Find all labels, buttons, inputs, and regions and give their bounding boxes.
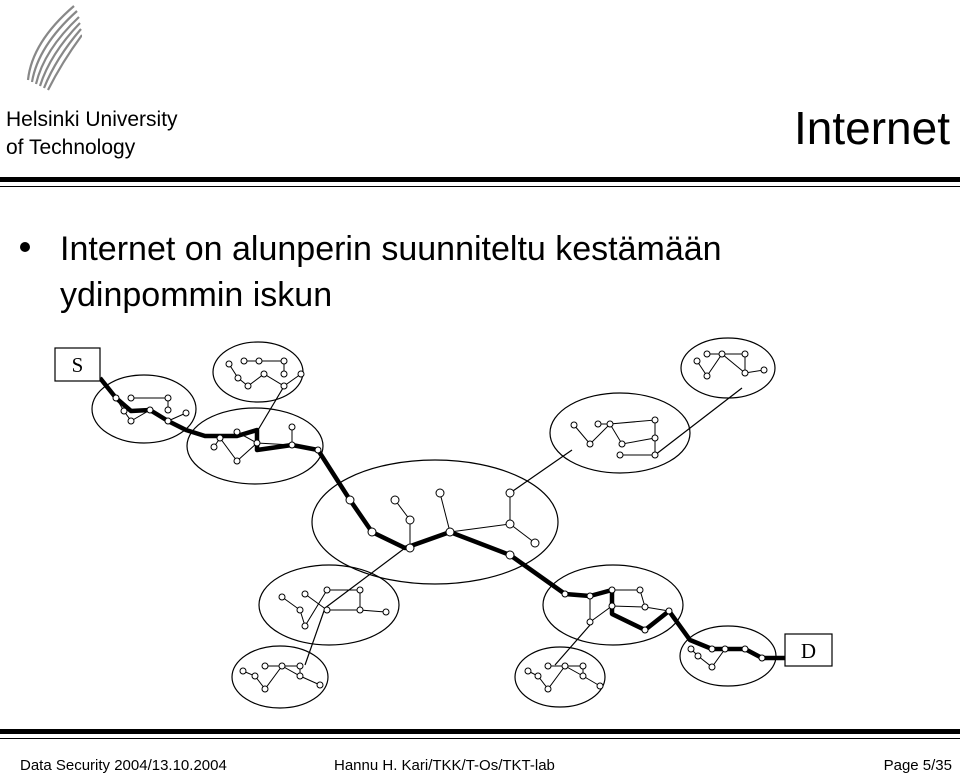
link (324, 547, 406, 609)
cluster-ellipse (680, 337, 776, 399)
cluster-ellipse (231, 645, 329, 709)
link (654, 387, 743, 456)
destination-node: D (784, 633, 833, 667)
university-line-1: Helsinki University (6, 108, 178, 131)
header-rule-thin (0, 186, 960, 187)
link (509, 449, 573, 494)
inter-cluster-links (257, 387, 743, 666)
footer-page-number: Page 5/35 (883, 757, 952, 774)
local-links (115, 353, 765, 690)
cluster-ellipse (91, 374, 197, 444)
link (257, 387, 284, 431)
route-path-s-to-d (98, 376, 785, 661)
header-rule-thick (0, 177, 960, 182)
bullet-text: Internet on alunperin suunniteltu kestäm… (60, 230, 722, 314)
footer-rule-thin (0, 738, 960, 739)
university-logo (26, 5, 82, 91)
cluster-ellipse (186, 407, 324, 485)
cluster-ellipse (549, 392, 691, 474)
footer-rule-thick (0, 729, 960, 734)
footer-center: Hannu H. Kari/TKK/T-Os/TKT-lab (334, 757, 555, 774)
source-label: S (72, 353, 84, 377)
cluster-ellipse (542, 564, 684, 646)
link (304, 607, 326, 666)
cluster-ellipse (212, 341, 304, 403)
university-line-2: of Technology (6, 136, 136, 159)
router-nodes (112, 350, 768, 693)
cluster-ellipse (311, 459, 559, 585)
destination-label: D (801, 639, 816, 663)
slide-title: Internet (794, 102, 950, 154)
footer-left: Data Security 2004/13.10.2004 (20, 757, 227, 774)
bullet-marker (20, 242, 30, 252)
university-name: Helsinki University of Technology (6, 106, 178, 162)
cluster-ellipse (514, 646, 606, 708)
link (554, 624, 591, 666)
cluster-outlines (91, 337, 777, 709)
source-node: S (54, 347, 101, 382)
cluster-ellipse (258, 564, 400, 646)
